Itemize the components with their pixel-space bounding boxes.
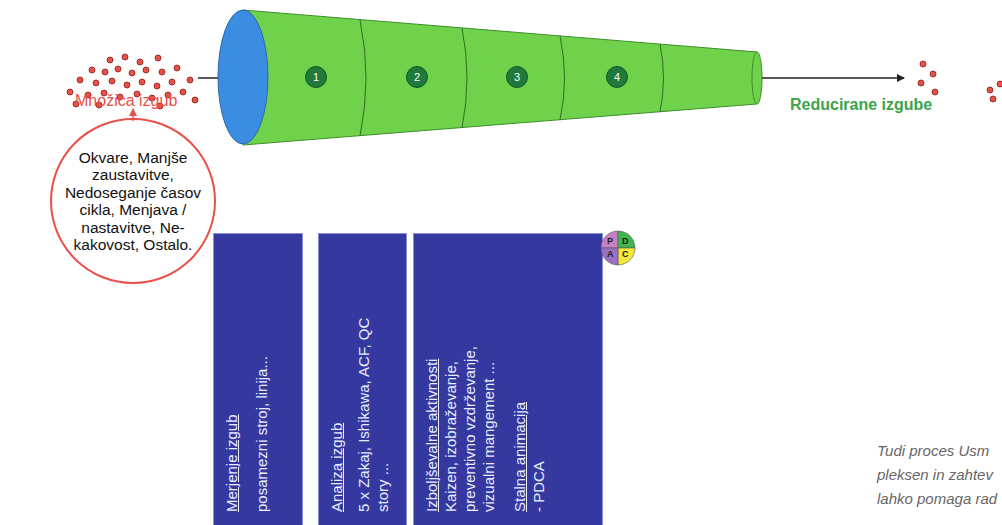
input-line <box>198 77 220 79</box>
process-box: Merjenje izgub posamezni stroj, linija... <box>213 233 303 525</box>
pdca-quadrant <box>601 248 618 265</box>
process-box: Izboljševalne aktivnostiKaizen, izobraže… <box>413 233 603 525</box>
box-heading: Izboljševalne aktivnosti <box>422 298 441 512</box>
box-body: Kaizen, izobraževanje, preventivno vzdrž… <box>441 298 498 512</box>
funnel-sections <box>360 20 664 136</box>
loss-dots <box>67 54 198 109</box>
pdca-letter: D <box>622 236 629 246</box>
output-arrow <box>762 77 904 79</box>
pdca-quadrant <box>618 231 635 248</box>
funnel-end <box>752 52 762 104</box>
box-body: 5 x Zakaj, Ishikawa, ACF, QC story ... <box>354 298 392 512</box>
pdca-letter: P <box>607 236 613 246</box>
pdca-quadrant <box>618 248 635 265</box>
rotated-text: Merjenje izgub posamezni stroj, linija... <box>214 292 303 525</box>
step-number: 4 <box>606 66 628 88</box>
funnel-opening <box>218 10 268 144</box>
box-body: posamezni stroj, linija... <box>252 298 271 512</box>
rotated-text: Analiza izgub 5 x Zakaj, Ishikawa, ACF, Q… <box>319 292 407 525</box>
output-label: Reducirane izgube <box>790 96 932 114</box>
input-label: Množica izgub <box>75 92 177 110</box>
callout-number: 3 <box>514 71 520 83</box>
pdca-circle: PDAC <box>600 230 636 266</box>
reduced-dots <box>918 61 1002 102</box>
loss-list: Okvare, Manjše zaustavitve, Nedoseganje … <box>64 149 202 254</box>
funnel-body <box>243 10 757 145</box>
pdca-wheel <box>600 230 636 266</box>
loss-circle: Okvare, Manjše zaustavitve, Nedoseganje … <box>50 118 216 284</box>
pdca-quadrant <box>601 231 618 248</box>
box-heading: Stalna animacija <box>510 298 529 512</box>
process-box: Analiza izgub 5 x Zakaj, Ishikawa, ACF, Q… <box>318 233 407 525</box>
callout-number: 1 <box>313 71 319 83</box>
step-number: 1 <box>305 66 327 88</box>
side-note: Tudi proces Usm <box>877 442 989 459</box>
box-heading: Merjenje izgub <box>222 298 241 512</box>
side-note: pleksen in zahtev <box>877 466 993 483</box>
box-heading: Analiza izgub <box>327 298 346 512</box>
rotated-text: Izboljševalne aktivnostiKaizen, izobraže… <box>414 292 603 525</box>
pdca-letter: C <box>622 249 629 259</box>
callout-number: 2 <box>414 71 420 83</box>
pdca-letter: A <box>607 249 614 259</box>
box-body: - PDCA <box>529 298 548 512</box>
callout-number: 4 <box>614 71 620 83</box>
step-number: 2 <box>406 66 428 88</box>
step-number: 3 <box>506 66 528 88</box>
side-note: lahko pomaga rad <box>877 490 997 507</box>
